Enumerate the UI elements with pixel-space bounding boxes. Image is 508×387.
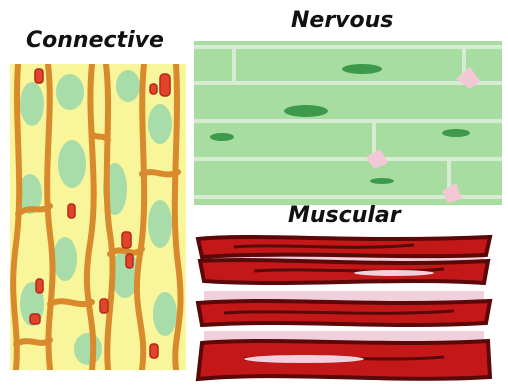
muscular-label: Muscular <box>288 203 401 228</box>
connective-label: Connective <box>26 28 164 53</box>
nervous-tissue-image <box>194 41 502 205</box>
nervous-label: Nervous <box>291 8 393 33</box>
muscular-tissue-image <box>194 233 494 383</box>
connective-tissue-image <box>10 64 186 370</box>
